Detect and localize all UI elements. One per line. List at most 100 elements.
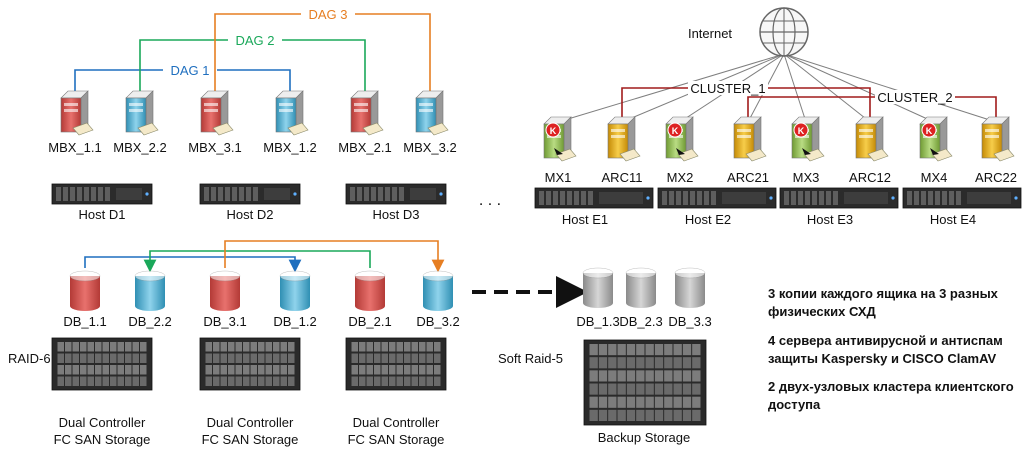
soft-raid-label: Soft Raid-5	[498, 351, 563, 366]
database-label: DB_2.1	[348, 314, 391, 329]
mailbox-server-label: MBX_1.1	[48, 140, 101, 155]
host-e-label: Host E2	[685, 212, 731, 227]
database-icon	[279, 270, 311, 311]
replication-line-1	[84, 256, 302, 273]
backup-database-icon	[674, 267, 706, 308]
edge-server-label: ARC21	[727, 170, 769, 185]
mailbox-server-icon	[200, 90, 234, 136]
internet-link	[783, 53, 997, 123]
edge-server-label: ARC12	[849, 170, 891, 185]
kaspersky-icon	[545, 122, 561, 138]
arrow-icon	[554, 148, 563, 155]
mailbox-server-icon	[415, 90, 449, 136]
database-icon	[354, 270, 386, 311]
cluster-1-label: CLUSTER_1	[690, 81, 765, 96]
dag-label-1: DAG 1	[170, 63, 209, 78]
database-icon	[69, 270, 101, 311]
kaspersky-icon	[793, 122, 809, 138]
san-storage-label-line1: Dual Controller	[207, 415, 294, 430]
kaspersky-icon-glyph: K	[798, 126, 805, 136]
arrow-icon	[802, 148, 811, 155]
kaspersky-icon-glyph: K	[926, 126, 933, 136]
san-storage-label-line2: FC SAN Storage	[348, 432, 445, 447]
host-e-rack	[902, 187, 1022, 209]
backup-database-label: DB_2.3	[619, 314, 662, 329]
kaspersky-icon	[667, 122, 683, 138]
host-e-rack	[657, 187, 777, 209]
host-e-label: Host E1	[562, 212, 608, 227]
backup-database-icon	[625, 267, 657, 308]
database-label: DB_1.2	[273, 314, 316, 329]
san-storage-label-line1: Dual Controller	[353, 415, 440, 430]
mx-server-icon: K	[919, 116, 953, 162]
host-d-label: Host D3	[373, 207, 420, 222]
mailbox-server-icon	[275, 90, 309, 136]
kaspersky-icon-glyph: K	[672, 126, 679, 136]
cluster-2-label: CLUSTER_2	[877, 90, 952, 105]
arrow-icon	[930, 148, 939, 155]
note-text: доступа	[768, 397, 821, 412]
edge-server-label: MX4	[921, 170, 948, 185]
label-background	[163, 63, 217, 77]
host-d-rack	[199, 183, 301, 205]
database-label: DB_2.2	[128, 314, 171, 329]
mailbox-server-label: MBX_3.2	[403, 140, 456, 155]
edge-server-label: ARC11	[602, 170, 643, 185]
mailbox-server-label: MBX_2.2	[113, 140, 166, 155]
host-d-rack	[345, 183, 447, 205]
label-background	[688, 81, 768, 95]
label-background	[228, 33, 282, 47]
san-storage-array	[51, 337, 153, 391]
mailbox-server-icon	[60, 90, 94, 136]
globe-icon	[759, 7, 809, 57]
edge-server-label: ARC22	[975, 170, 1017, 185]
kaspersky-icon-glyph: K	[550, 126, 557, 136]
host-d-label: Host D1	[79, 207, 126, 222]
host-d-rack	[51, 183, 153, 205]
backup-database-label: DB_1.3	[576, 314, 619, 329]
label-background	[301, 7, 355, 21]
dag-line-3	[214, 13, 431, 100]
mx-server-icon: K	[665, 116, 699, 162]
backup-database-label: DB_3.3	[668, 314, 711, 329]
replication-line-2	[143, 250, 371, 273]
note-text: 2 двух-узловых кластера клиентского	[768, 379, 1014, 394]
arc-server-icon	[733, 116, 767, 162]
edge-server-label: MX1	[545, 170, 572, 185]
internet-label: Internet	[688, 26, 732, 41]
san-storage-label-line2: FC SAN Storage	[202, 432, 299, 447]
note-text: 3 копии каждого ящика на 3 разных	[768, 286, 999, 301]
mailbox-server-label: MBX_1.2	[263, 140, 316, 155]
dag-label-3: DAG 3	[308, 7, 347, 22]
edge-server-label: MX3	[793, 170, 820, 185]
mailbox-server-icon	[350, 90, 384, 136]
mx-server-icon: K	[543, 116, 577, 162]
arc-server-icon	[981, 116, 1015, 162]
note-text: физических СХД	[768, 304, 877, 319]
host-d-label: Host D2	[227, 207, 274, 222]
label-background	[875, 90, 955, 104]
ellipsis: . . .	[479, 192, 501, 209]
host-e-label: Host E4	[930, 212, 976, 227]
backup-storage-array	[583, 339, 707, 426]
mailbox-server-label: MBX_3.1	[188, 140, 241, 155]
cluster-2-line	[747, 96, 997, 122]
database-label: DB_3.1	[203, 314, 246, 329]
dag-label-2: DAG 2	[235, 33, 274, 48]
mx-server-icon: K	[791, 116, 825, 162]
raid-label: RAID-6	[8, 351, 51, 366]
mailbox-server-icon	[125, 90, 159, 136]
database-label: DB_1.1	[63, 314, 106, 329]
arrow-icon	[676, 148, 685, 155]
san-storage-label-line1: Dual Controller	[59, 415, 146, 430]
note-text: защиты Kaspersky и CISCO ClamAV	[768, 351, 997, 366]
replication-line-3	[224, 240, 445, 273]
host-e-rack	[779, 187, 899, 209]
database-icon	[209, 270, 241, 311]
database-icon	[134, 270, 166, 311]
note-text: 4 сервера антивирусной и антиспам	[768, 333, 1003, 348]
backup-storage-label: Backup Storage	[598, 430, 691, 445]
host-e-rack	[534, 187, 654, 209]
